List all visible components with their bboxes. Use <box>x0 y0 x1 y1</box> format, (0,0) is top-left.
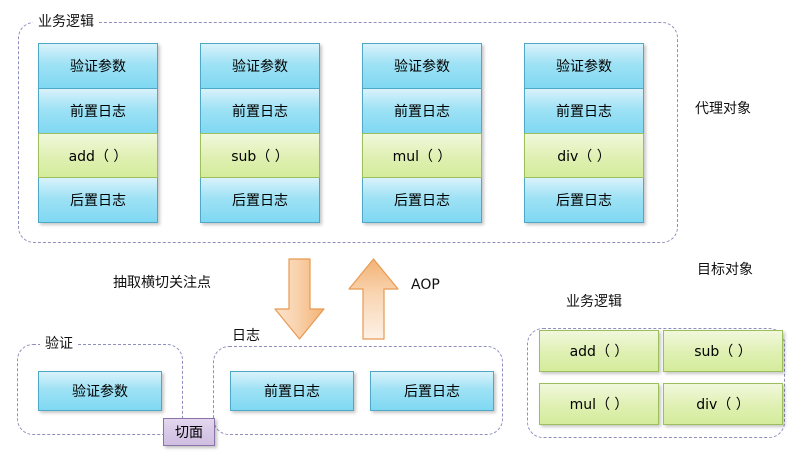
target-group-caption: 业务逻辑 <box>561 294 627 310</box>
proxy-column-div: 验证参数 前置日志 div（ ） 后置日志 <box>524 43 644 223</box>
proxy-cell-before-log[interactable]: 前置日志 <box>200 88 320 133</box>
down-arrow-icon <box>272 258 326 342</box>
proxy-cell-method-mul[interactable]: mul（ ） <box>362 133 482 178</box>
proxy-cell-validate-params[interactable]: 验证参数 <box>524 43 644 88</box>
aspect-badge[interactable]: 切面 <box>163 418 215 446</box>
proxy-cell-before-log[interactable]: 前置日志 <box>38 88 158 133</box>
target-object-group <box>527 328 785 438</box>
proxy-column-add: 验证参数 前置日志 add（ ） 后置日志 <box>38 43 158 223</box>
aspect-group-log-caption: 日志 <box>227 328 265 344</box>
proxy-column-sub: 验证参数 前置日志 sub（ ） 后置日志 <box>200 43 320 223</box>
aspect-group-validate-caption: 验证 <box>40 336 78 352</box>
target-box-mul[interactable]: mul（ ） <box>539 383 659 425</box>
target-object-label: 目标对象 <box>697 262 753 278</box>
proxy-cell-after-log[interactable]: 后置日志 <box>38 178 158 223</box>
target-box-div[interactable]: div（ ） <box>663 383 783 425</box>
proxy-cell-after-log[interactable]: 后置日志 <box>524 178 644 223</box>
proxy-object-group <box>18 22 678 243</box>
proxy-cell-before-log[interactable]: 前置日志 <box>362 88 482 133</box>
proxy-group-caption: 业务逻辑 <box>33 14 99 30</box>
aspect-group-log <box>213 346 503 435</box>
proxy-cell-method-div[interactable]: div（ ） <box>524 133 644 178</box>
aspect-box-after-log[interactable]: 后置日志 <box>370 371 494 411</box>
proxy-cell-after-log[interactable]: 后置日志 <box>200 178 320 223</box>
proxy-cell-after-log[interactable]: 后置日志 <box>362 178 482 223</box>
proxy-object-label: 代理对象 <box>695 101 751 117</box>
aspect-box-before-log[interactable]: 前置日志 <box>230 371 354 411</box>
proxy-cell-validate-params[interactable]: 验证参数 <box>38 43 158 88</box>
up-arrow-icon <box>346 258 400 342</box>
proxy-cell-before-log[interactable]: 前置日志 <box>524 88 644 133</box>
aspect-box-validate-params[interactable]: 验证参数 <box>38 371 162 411</box>
aop-label: AOP <box>411 277 440 293</box>
proxy-cell-validate-params[interactable]: 验证参数 <box>200 43 320 88</box>
proxy-cell-method-add[interactable]: add（ ） <box>38 133 158 178</box>
target-box-add[interactable]: add（ ） <box>539 330 659 372</box>
proxy-cell-validate-params[interactable]: 验证参数 <box>362 43 482 88</box>
target-box-sub[interactable]: sub（ ） <box>663 330 783 372</box>
proxy-column-mul: 验证参数 前置日志 mul（ ） 后置日志 <box>362 43 482 223</box>
aspect-group-validate <box>17 344 183 435</box>
extract-crosscutting-label: 抽取横切关注点 <box>113 275 211 291</box>
proxy-cell-method-sub[interactable]: sub（ ） <box>200 133 320 178</box>
